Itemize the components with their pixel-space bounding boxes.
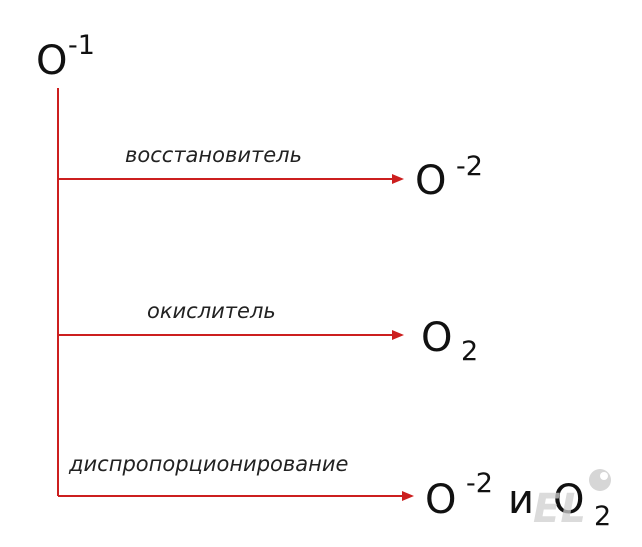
source-charge: -1 <box>68 30 95 61</box>
branch-label: диспропорционирование <box>68 452 348 476</box>
branch-disproportionation: диспропорционирование O -2 и O 2 <box>58 452 611 532</box>
product-subscript: 2 <box>461 336 478 367</box>
product-charge: -2 <box>466 468 493 499</box>
watermark-logo: EL <box>533 469 611 532</box>
product-element: O <box>425 477 456 523</box>
product-element-2: O <box>553 477 584 523</box>
source-species: O -1 <box>36 30 95 84</box>
product-conjunction: и <box>508 477 534 523</box>
arrowhead-icon <box>392 174 404 184</box>
brand-logo-icon <box>589 469 611 491</box>
product-element: O <box>415 158 446 204</box>
product-charge: -2 <box>456 151 483 182</box>
product-subscript-2: 2 <box>594 501 611 532</box>
watermark-logo-text: EL <box>533 486 586 532</box>
arrowhead-icon <box>392 330 404 340</box>
source-element: O <box>36 38 67 84</box>
arrowhead-icon <box>402 491 414 501</box>
branch-label: восстановитель <box>125 143 302 167</box>
branch-label: окислитель <box>147 299 276 323</box>
branch-reducer: восстановитель O -2 <box>58 143 483 204</box>
product-element: O <box>421 315 452 361</box>
branch-oxidizer: окислитель O 2 <box>58 299 478 367</box>
